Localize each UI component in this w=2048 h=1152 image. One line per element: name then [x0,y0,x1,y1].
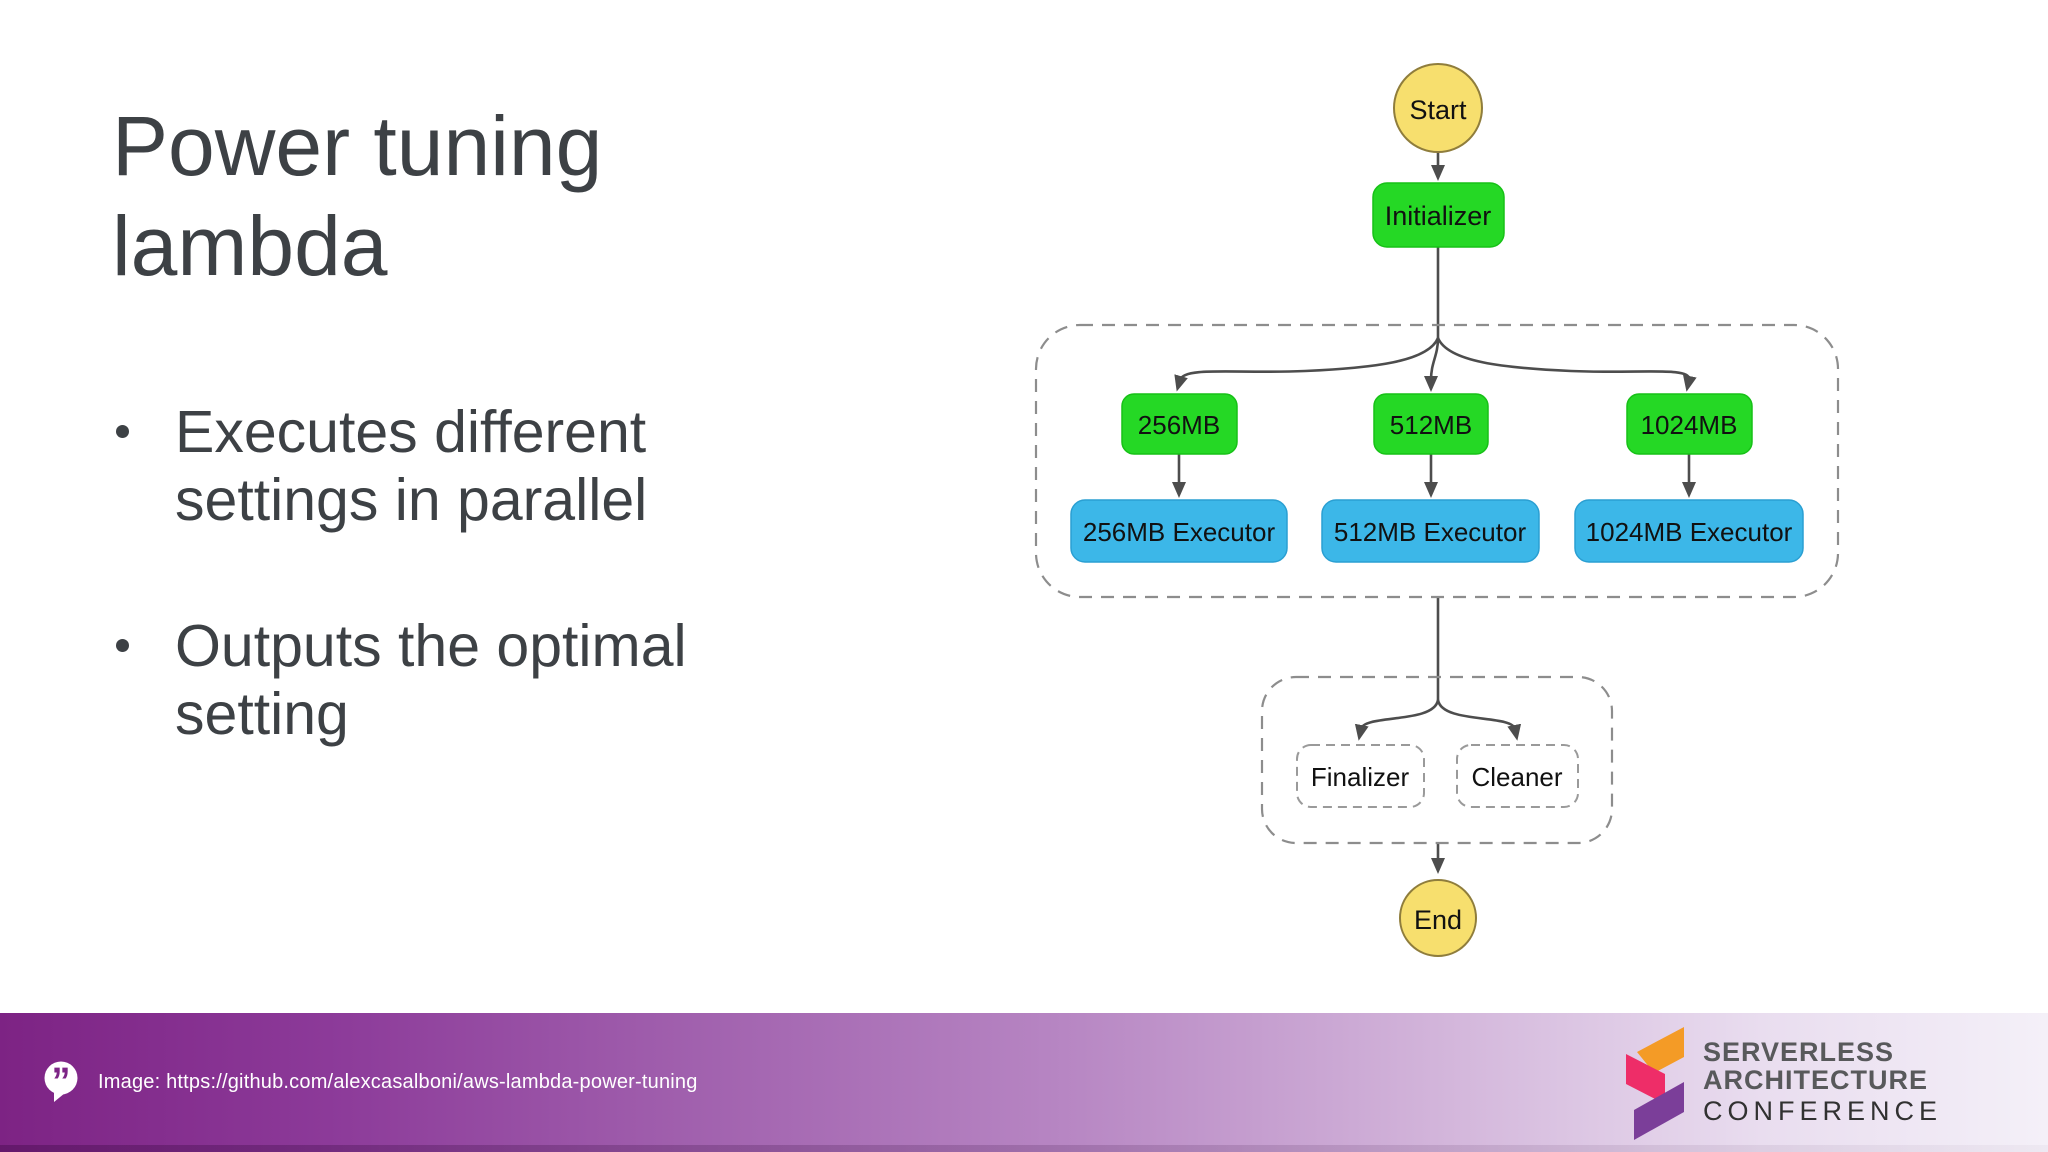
executor-node-1024-label: 1024MB Executor [1586,517,1793,547]
memory-node-1024-label: 1024MB [1641,410,1738,440]
connector-lines [1172,152,1697,874]
start-node [1393,63,1483,153]
list-item: Executes different settings in parallel [112,398,872,534]
bullet-line: settings in parallel [175,467,648,533]
speech-bubble-tail [54,1091,65,1102]
logo-text-serverless: SERVERLESS [1702,1037,1895,1067]
bullet-icon [116,425,129,438]
image-credit-text: Image: https://github.com/alexcasalboni/… [98,1070,698,1093]
bullet-line: Executes different [175,399,647,465]
memory-node-256-label: 256MB [1138,410,1220,440]
bullet-line: setting [175,681,349,747]
finalize-group-border [1260,675,1614,845]
conference-logo-text: SERVERLESS ARCHITECTURE CONFERENCE [1703,1024,1942,1126]
quote-glyph: ” [52,1061,71,1103]
page-title-line1: Power tuning [112,99,603,193]
executor-node-512-label: 512MB Executor [1334,517,1527,547]
page-title-line2: lambda [112,199,388,293]
finalizer-node [1296,744,1425,808]
arrow-branch-512 [1424,337,1440,392]
executor-node-256 [1070,499,1288,563]
logo-text-architecture: ARCHITECTURE [1702,1065,1928,1095]
arrow-branch-256 [1174,337,1440,392]
memory-node-512-label: 512MB [1390,410,1472,440]
cleaner-node [1456,744,1579,808]
page-title: Power tuning lambda [112,96,602,296]
conference-logo: SERVERLESS ARCHITECTURE CONFERENCE [1623,1024,1942,1142]
initializer-node-label: Initializer [1385,201,1492,231]
arrow-branch-1024 [1436,337,1697,392]
cleaner-node-label: Cleaner [1471,762,1562,792]
arrow-to-cleaner [1436,699,1522,741]
executor-node-256-label: 256MB Executor [1083,517,1276,547]
finalizer-node-label: Finalizer [1311,762,1410,792]
image-credit: ” Image: https://github.com/alexcasalbon… [44,1059,698,1105]
logo-mark-pink [1625,1054,1665,1104]
executor-node-1024 [1574,499,1804,563]
bullet-icon [116,639,129,652]
bullet-line: Outputs the optimal [175,613,687,679]
start-node-label: Start [1409,95,1467,125]
memory-node-256 [1121,393,1238,455]
hangouts-icon: ” [44,1061,78,1103]
arrow-to-finalizer [1354,699,1440,741]
logo-text-conference: CONFERENCE [1702,1096,1942,1126]
speech-bubble-icon [44,1061,78,1095]
list-item: Outputs the optimal setting [112,612,872,748]
memory-node-512 [1373,393,1489,455]
flow-diagram: Start Initializer 256MB 512MB 1024MB 256… [1000,40,1900,980]
end-node-label: End [1414,905,1462,935]
end-node [1399,879,1477,957]
logo-mark-orange [1636,1027,1684,1073]
logo-mark-purple [1633,1082,1684,1140]
conference-logo-mark [1625,1027,1684,1140]
bullet-list: Executes different settings in parallel … [112,398,872,748]
memory-node-1024 [1626,393,1753,455]
bullet-text: Executes different settings in parallel [175,398,647,534]
initializer-node [1372,182,1505,248]
executor-node-512 [1321,499,1540,563]
footer-bar: ” Image: https://github.com/alexcasalbon… [0,1013,2048,1152]
parallel-group-border [1034,323,1840,599]
bullet-text: Outputs the optimal setting [175,612,687,748]
